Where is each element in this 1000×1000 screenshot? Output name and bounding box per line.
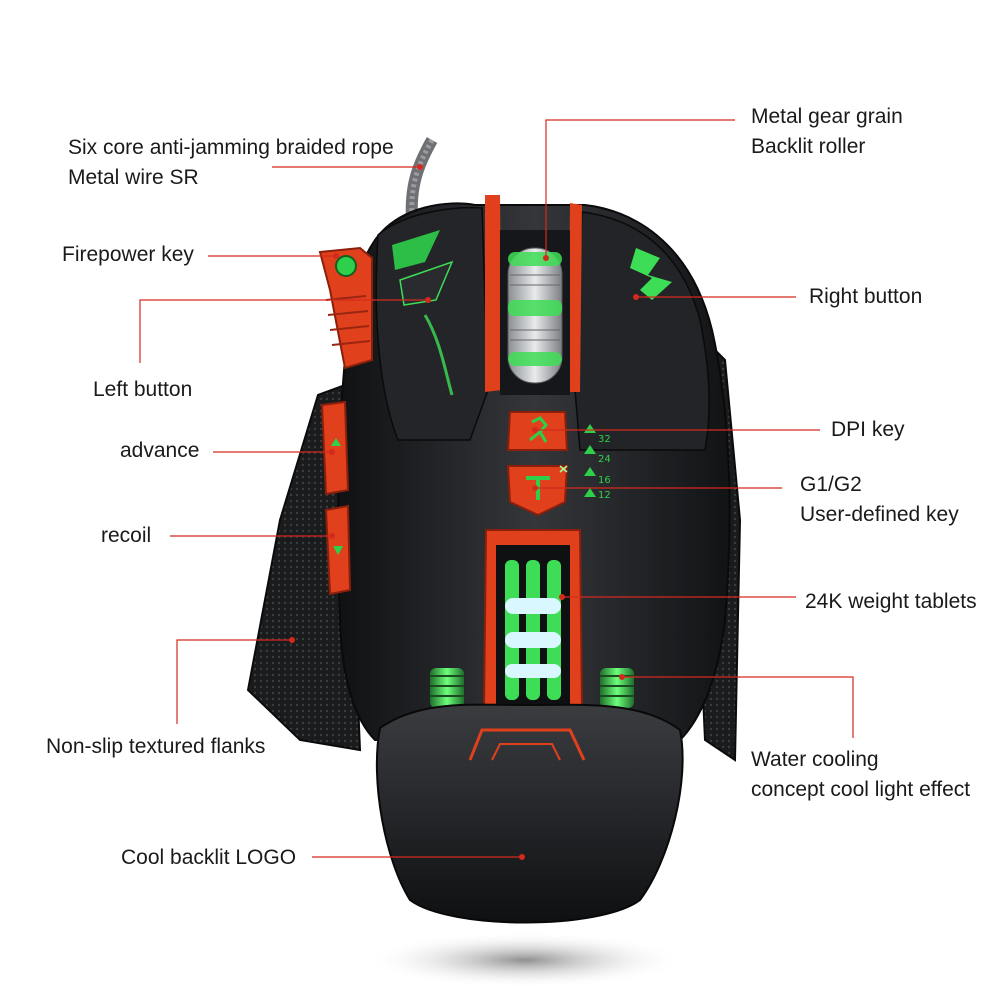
label-recoil: recoil [101, 521, 151, 551]
label-g-keys-line2: User-defined key [800, 503, 959, 526]
label-roller: Metal gear grain Backlit roller [751, 102, 903, 162]
logo-accent [468, 728, 586, 761]
label-advance-text: advance [120, 439, 200, 462]
label-right-button-text: Right button [809, 285, 923, 308]
label-dpi-key: DPI key [831, 415, 905, 445]
firepower-key [318, 246, 373, 370]
dpi-level-24: 24 [598, 454, 611, 465]
label-recoil-text: recoil [101, 524, 152, 547]
label-weights: 24K weight tablets [805, 587, 977, 617]
label-cooling-line2: concept cool light effect [751, 778, 971, 801]
cooling-coil-left [430, 668, 464, 708]
label-right-button: Right button [809, 282, 922, 312]
left-button-glow-accent [392, 230, 440, 270]
floor-shadow [365, 932, 685, 988]
dpi-level-32: 32 [598, 434, 611, 445]
label-roller-line2: Backlit roller [751, 135, 866, 158]
backlit-script-decal [423, 314, 454, 396]
weight-tablet [505, 560, 519, 700]
dpi-level-12: 12 [598, 490, 611, 501]
right-button-shape [574, 211, 710, 451]
dpi-level-16: 16 [598, 475, 611, 486]
leader-lines [139, 119, 854, 860]
label-roller-line1: Metal gear grain [751, 105, 903, 128]
label-weights-text: 24K weight tablets [805, 590, 977, 613]
label-advance: advance [120, 436, 199, 466]
label-firepower-key: Firepower key [62, 240, 194, 270]
scroll-housing [485, 195, 502, 392]
label-left-button-text: Left button [93, 378, 193, 401]
label-firepower-key-text: Firepower key [62, 243, 194, 266]
label-cable-line2: Metal wire SR [68, 166, 199, 189]
label-g-keys-line1: G1/G2 [800, 473, 862, 496]
label-flanks: Non-slip textured flanks [46, 732, 265, 762]
label-logo-text: Cool backlit LOGO [121, 846, 297, 869]
palm-rest [375, 703, 684, 924]
advance-button-shape [320, 400, 350, 496]
cooling-coil-right [600, 668, 634, 708]
label-logo: Cool backlit LOGO [121, 843, 296, 873]
label-cooling-line1: Water cooling [751, 748, 879, 771]
label-cooling: Water cooling concept cool light effect [751, 745, 970, 805]
label-left-button: Left button [93, 375, 192, 405]
right-button-glow-accent [630, 248, 672, 300]
label-g-keys: G1/G2 User-defined key [800, 470, 959, 530]
label-dpi-key-text: DPI key [831, 418, 905, 441]
label-cable: Six core anti-jamming braided rope Metal… [68, 133, 394, 193]
label-cable-line1: Six core anti-jamming braided rope [68, 136, 394, 159]
label-flanks-text: Non-slip textured flanks [46, 735, 266, 758]
